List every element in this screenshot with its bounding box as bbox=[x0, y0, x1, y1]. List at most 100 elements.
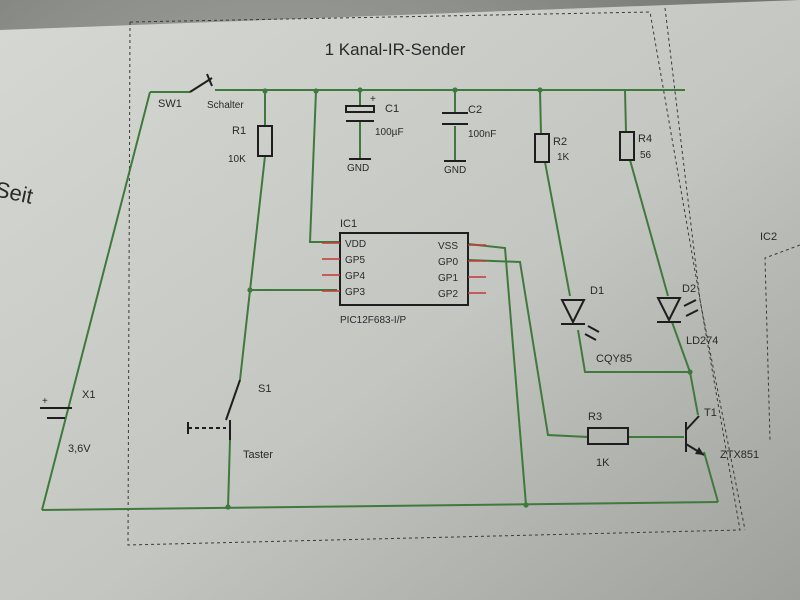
wire-gp0 bbox=[467, 259, 589, 438]
r4-value: 56 bbox=[640, 150, 652, 161]
t1-ref: T1 bbox=[704, 407, 717, 419]
sw1-tab bbox=[206, 73, 213, 87]
d1-ray bbox=[587, 325, 600, 333]
junction bbox=[537, 87, 543, 93]
r1-body bbox=[257, 125, 273, 157]
r3-value: 1K bbox=[596, 457, 610, 469]
sw1-lever bbox=[189, 77, 213, 93]
c1-ref: C1 bbox=[385, 103, 399, 115]
led-d2: D2 LD274 bbox=[656, 283, 718, 347]
t1-collector bbox=[685, 415, 700, 431]
ic1: IC1 PIC12F683-I/P VDD GP5 GP4 GP3 VSS GP… bbox=[322, 218, 486, 326]
ic1-pin-gp4: GP4 bbox=[345, 271, 365, 282]
ic1-left-pins: VDD GP5 GP4 GP3 bbox=[322, 239, 366, 298]
junction bbox=[247, 287, 253, 293]
r3-body bbox=[587, 427, 629, 445]
junction bbox=[452, 87, 458, 93]
d2-ray bbox=[683, 299, 697, 307]
resistor-r4: R4 56 bbox=[619, 131, 652, 161]
t1-value: ZTX851 bbox=[720, 449, 759, 461]
wire-r1-down bbox=[239, 155, 266, 381]
wire-r4-top bbox=[624, 89, 627, 133]
pushbutton-s1: S1 Taster bbox=[187, 379, 273, 461]
junction bbox=[225, 504, 231, 510]
junction bbox=[262, 88, 268, 94]
switch-sw1: SW1 Schalter bbox=[158, 73, 244, 111]
junction bbox=[313, 88, 319, 94]
wire-r2-d1 bbox=[544, 161, 571, 297]
r2-value: 1K bbox=[557, 152, 570, 163]
c1-gnd: GND bbox=[347, 163, 369, 174]
wire-vdd bbox=[308, 90, 340, 243]
x1-ref: X1 bbox=[82, 389, 95, 401]
wire-bottom-rail bbox=[41, 501, 719, 511]
capacitor-c1: + C1 100µF GND bbox=[345, 94, 404, 174]
junction bbox=[523, 502, 529, 508]
r1-value: 10K bbox=[228, 154, 246, 165]
wire-r2-top bbox=[539, 89, 542, 135]
s1-lever bbox=[225, 379, 241, 421]
resistor-r2: R2 1K bbox=[534, 133, 570, 163]
ic1-pin-vss: VSS bbox=[438, 241, 458, 252]
right-frame bbox=[664, 7, 746, 531]
wire-left-rail bbox=[41, 91, 151, 511]
r2-ref: R2 bbox=[553, 136, 567, 148]
junction bbox=[687, 369, 693, 375]
wires bbox=[41, 89, 719, 511]
schematic-frame bbox=[127, 11, 741, 546]
c2-value: 100nF bbox=[468, 129, 496, 140]
wire-r4-d2 bbox=[629, 159, 669, 297]
transistor-t1: T1 ZTX851 bbox=[685, 407, 759, 461]
ic2-frame bbox=[764, 244, 800, 441]
diagram-title: 1 Kanal-IR-Sender bbox=[325, 40, 466, 59]
d2-triangle bbox=[656, 297, 682, 323]
c1-pol: + bbox=[370, 94, 376, 105]
r1-ref: R1 bbox=[232, 125, 246, 137]
resistor-r3: R3 1K bbox=[587, 411, 629, 469]
t1-arrow bbox=[695, 447, 704, 455]
c2-gnd: GND bbox=[444, 165, 466, 176]
ic1-pin-gp2: GP2 bbox=[438, 289, 458, 300]
r4-body bbox=[619, 131, 635, 161]
junction bbox=[357, 87, 363, 93]
d2-value: LD274 bbox=[686, 335, 718, 347]
d1-value: CQY85 bbox=[596, 353, 632, 365]
d2-ray bbox=[685, 309, 699, 317]
ic1-pin-vdd: VDD bbox=[345, 239, 366, 250]
junctions bbox=[225, 87, 693, 510]
s1-ref: S1 bbox=[258, 383, 271, 395]
ic1-right-pins: VSS GP0 GP1 GP2 bbox=[438, 241, 486, 300]
wire-t1-emitter bbox=[703, 451, 719, 503]
capacitor-c2: C2 100nF GND bbox=[442, 104, 496, 176]
d1-ray bbox=[584, 333, 597, 341]
c1-value: 100µF bbox=[375, 127, 404, 138]
s1-value: Taster bbox=[243, 449, 273, 461]
ic1-ref: IC1 bbox=[340, 218, 357, 230]
ic1-pin-gp0: GP0 bbox=[438, 257, 458, 268]
resistor-r1: R1 10K bbox=[228, 125, 273, 165]
r4-ref: R4 bbox=[638, 133, 652, 145]
ic1-pin-gp1: GP1 bbox=[438, 273, 458, 284]
r3-ref: R3 bbox=[588, 411, 602, 423]
c2-ref: C2 bbox=[468, 104, 482, 116]
ic2-ref: IC2 bbox=[760, 231, 777, 243]
wire-d1-d2 bbox=[577, 329, 690, 373]
c1-plate-top bbox=[345, 105, 375, 113]
ic1-pin-gp5: GP5 bbox=[345, 255, 365, 266]
x1-value: 3,6V bbox=[68, 443, 91, 455]
ic1-body bbox=[339, 232, 469, 306]
d1-triangle bbox=[560, 299, 586, 325]
d1-ref: D1 bbox=[590, 285, 604, 297]
wire-s1-bottom bbox=[227, 439, 231, 509]
battery-x1: + X1 3,6V bbox=[40, 389, 95, 455]
r2-body bbox=[534, 133, 550, 163]
ic1-pin-gp3: GP3 bbox=[345, 287, 365, 298]
x1-plus: + bbox=[42, 396, 48, 407]
d2-ref: D2 bbox=[682, 283, 696, 295]
sw1-ref: SW1 bbox=[158, 98, 182, 110]
sw1-value: Schalter bbox=[207, 100, 244, 111]
led-d1: D1 CQY85 bbox=[560, 285, 632, 365]
ic1-part: PIC12F683-I/P bbox=[340, 315, 406, 326]
